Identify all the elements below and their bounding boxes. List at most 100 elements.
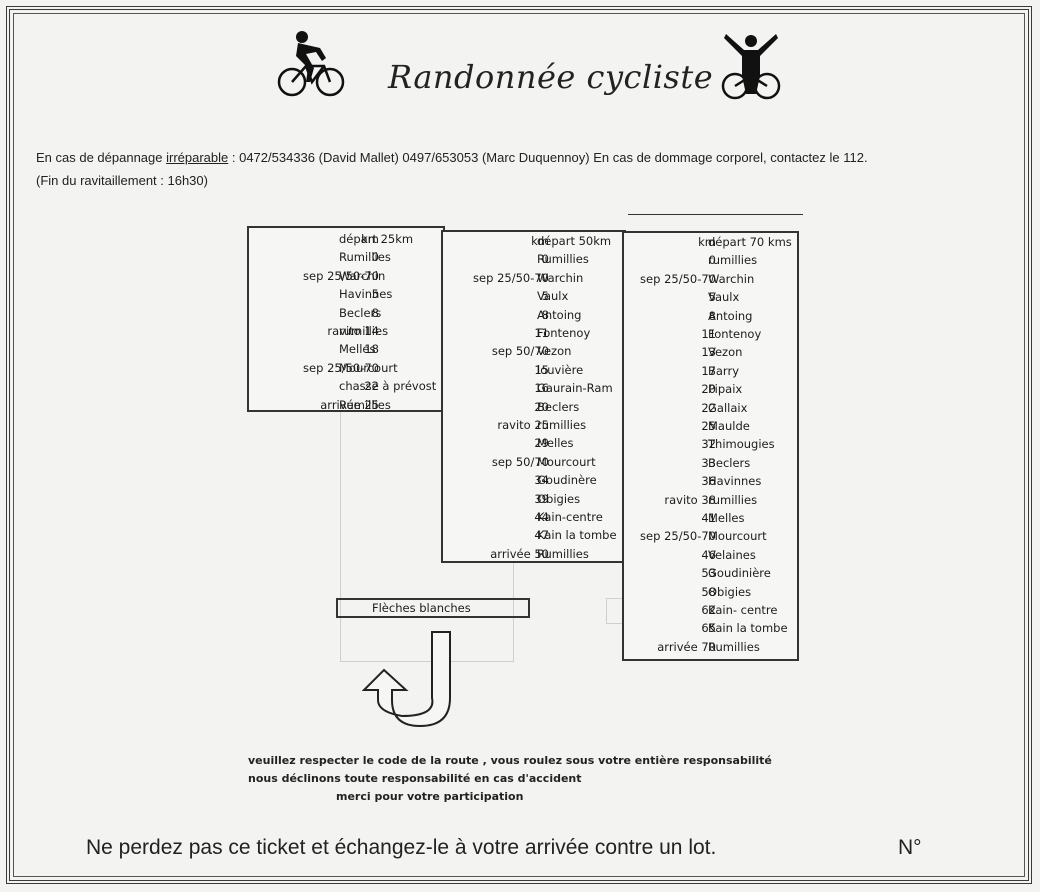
route-km: ravito 14 [327, 324, 379, 338]
route-place: départ 25km [339, 232, 414, 246]
route-place: Beclers [537, 399, 580, 414]
route-km: km [698, 235, 716, 249]
disclaimer-line-1: veuillez respecter le code de la route ,… [248, 754, 772, 767]
route-place: Kain- centre [708, 603, 778, 617]
route-place: Vezon [537, 344, 572, 359]
route-place: rumillies [708, 492, 758, 507]
route-km: ravito 25 [497, 418, 549, 432]
route-place: Warchin [537, 270, 584, 285]
route-km: 33 [701, 455, 716, 470]
route-km: sep 25/50-70 [640, 529, 716, 544]
route-place: Vaulx [537, 289, 569, 304]
page-title: Randonnée cycliste [388, 58, 714, 96]
route-place: Mourcourt [537, 454, 596, 469]
route-place: Warchin [339, 268, 386, 283]
route-place: Antoing [708, 308, 753, 323]
route-km: 22 [701, 400, 716, 415]
route-km: km [531, 234, 549, 248]
route-place: Gallaix [708, 400, 748, 415]
route-km: 0 [708, 253, 716, 268]
route-km: arrivée 50 [490, 546, 549, 561]
route-km: 11 [701, 327, 716, 341]
route-place: chasse à prévost [339, 379, 437, 394]
route-place: Obigies [708, 584, 752, 599]
route-km: 15 [534, 362, 549, 377]
route-km: 16 [534, 381, 549, 396]
route-km: sep 50/70 [491, 344, 549, 359]
route-km: 34 [534, 473, 549, 488]
route-place: Rumillies [537, 252, 589, 267]
route-km: 8 [541, 307, 549, 322]
route-km: 17 [701, 363, 716, 378]
info-underlined-word: irréparable [166, 150, 229, 165]
route-place: rumillies [708, 253, 758, 268]
page-border [6, 6, 1032, 884]
route-km: 29 [534, 436, 549, 451]
route-place: Vezon [708, 345, 743, 360]
route-km: 53 [701, 566, 716, 581]
route-km: sep 25/50-70 [303, 360, 379, 375]
route-place: départ 50km [537, 234, 612, 248]
route-place: Beclers [708, 455, 751, 470]
route-place: Velaines [708, 547, 756, 562]
route-km: sep 25/50-70 [473, 270, 549, 285]
route-km: 18 [364, 342, 379, 357]
u-turn-arrow-icon [362, 631, 451, 728]
route-km: 8 [371, 305, 379, 320]
route-km: arrivée 25 [320, 397, 379, 412]
refreshment-end-info: (Fin du ravitaillement : 16h30) [36, 173, 208, 188]
cyclist-riding-icon [277, 31, 345, 97]
route-km: 22 [364, 379, 379, 394]
info-suffix: : 0472/534336 (David Mallet) 0497/653053… [228, 150, 868, 165]
route-km: km [361, 232, 379, 246]
route-place: Warchin [708, 271, 755, 286]
route-place: Beclers [339, 305, 382, 320]
page-inner-border [13, 13, 1025, 877]
route-place: Obigies [537, 491, 581, 506]
route-place: Melles [339, 342, 376, 357]
route-km: 5 [371, 287, 379, 302]
route-place: départ 70 kms [708, 235, 792, 249]
route-km: sep 25/50-70 [640, 271, 716, 286]
route-place: Antoing [537, 307, 582, 322]
cyclist-victory-icon [721, 34, 781, 100]
route-place: Melles [708, 511, 745, 525]
route-place: rumillies [537, 418, 587, 432]
arrows-label-box: Flèches blanches [336, 598, 530, 618]
route-km: 58 [701, 584, 716, 599]
route-place: Mourcourt [708, 529, 767, 544]
route-km: 39 [534, 491, 549, 506]
route-place: Fontenoy [537, 326, 591, 340]
route-km: 0 [371, 250, 379, 265]
